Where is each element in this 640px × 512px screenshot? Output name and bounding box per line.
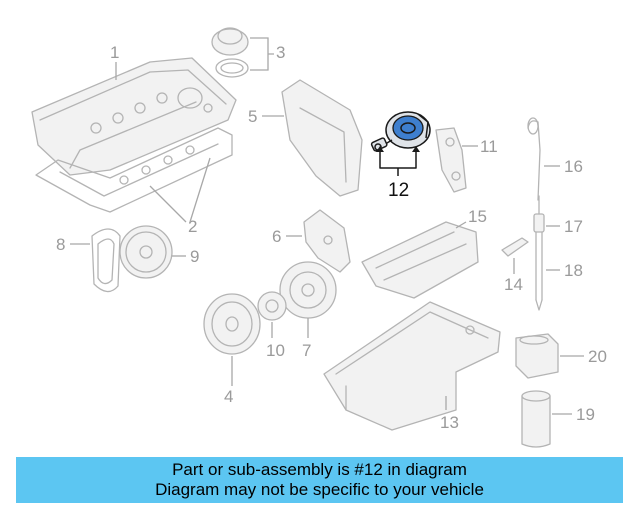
part-6-rear-cover bbox=[303, 209, 351, 273]
parts-diagram: 1 2 3 5 12 11 bbox=[31, 27, 607, 448]
part-15-baffle bbox=[361, 221, 479, 299]
part-4-crank-pulley bbox=[203, 293, 261, 355]
part-8-timing-belt bbox=[91, 228, 121, 293]
callout-11: 11 bbox=[480, 137, 498, 156]
banner-line-2: Diagram may not be specific to your vehi… bbox=[155, 480, 484, 499]
callout-7: 7 bbox=[302, 341, 311, 360]
callout-2: 2 bbox=[188, 217, 197, 236]
part-2-gasket bbox=[35, 127, 233, 213]
callout-4: 4 bbox=[224, 387, 233, 406]
callout-16: 16 bbox=[564, 157, 583, 176]
callout-1: 1 bbox=[110, 43, 119, 62]
callout-8: 8 bbox=[56, 235, 65, 254]
callout-14: 14 bbox=[504, 275, 523, 294]
callout-12: 12 bbox=[388, 180, 409, 201]
callout-6: 6 bbox=[272, 227, 281, 246]
part-1-valve-cover bbox=[31, 57, 237, 176]
callout-20: 20 bbox=[588, 347, 607, 366]
callout-3: 3 bbox=[276, 43, 285, 62]
part-12-highlighted bbox=[370, 111, 431, 152]
banner-line-1: Part or sub-assembly is #12 in diagram bbox=[172, 460, 467, 479]
part-10-crank-sprocket bbox=[257, 291, 287, 321]
part-5-timing-cover bbox=[281, 79, 363, 197]
part-11-bracket bbox=[435, 127, 467, 193]
part-19-oil-filter bbox=[521, 390, 551, 448]
part-17-tube-seal bbox=[533, 195, 545, 233]
callout-19: 19 bbox=[576, 405, 595, 424]
part-20-filter-housing bbox=[515, 333, 559, 379]
part-18-dipstick-tube bbox=[535, 231, 543, 311]
part-7-oil-pump bbox=[279, 261, 337, 319]
callout-15: 15 bbox=[468, 207, 487, 226]
callout-5: 5 bbox=[248, 107, 257, 126]
info-banner: Part or sub-assembly is #12 in diagram D… bbox=[16, 457, 623, 503]
part-9-sprocket bbox=[119, 225, 173, 279]
callout-9: 9 bbox=[190, 247, 199, 266]
callout-13: 13 bbox=[440, 413, 459, 432]
part-14-clip bbox=[501, 237, 529, 257]
callout-17: 17 bbox=[564, 217, 583, 236]
part-3-oil-cap bbox=[211, 27, 249, 78]
part-16-dipstick bbox=[527, 117, 541, 201]
part-13-oil-pan bbox=[323, 301, 501, 431]
callout-18: 18 bbox=[564, 261, 583, 280]
callout-10: 10 bbox=[266, 341, 285, 360]
